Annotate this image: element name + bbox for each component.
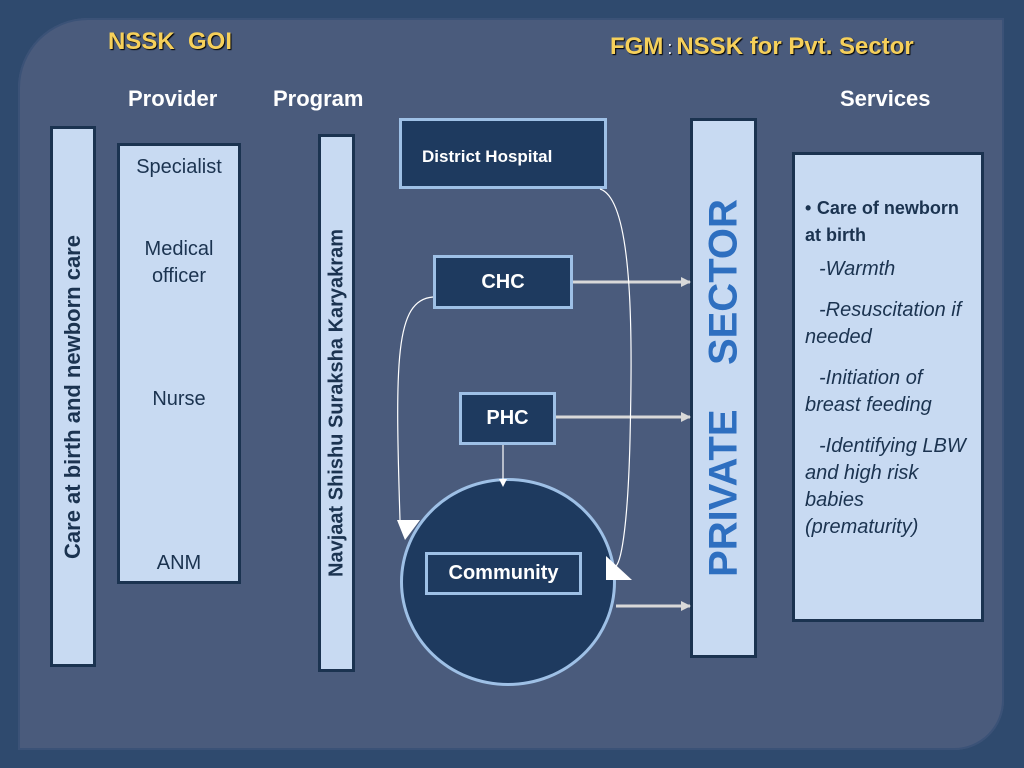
district-hospital-box: District Hospital [399,118,607,189]
service-item: -Identifying LBW and high risk babies (p… [805,435,966,538]
column-heading-provider: Provider [128,86,218,111]
community-label: Community [448,562,559,584]
curve-chc-community [397,296,434,521]
service-item: -Warmth [819,258,896,280]
header-left-title: NSSK GOI [108,28,233,55]
district-hospital-label: District Hospital [422,147,553,166]
column-heading-services: Services [840,86,931,111]
arrowhead-district-community [606,556,632,580]
services-box: • Care of newborn at birth -Warmth -Resu… [792,152,984,622]
header-right-main: NSSK for Pvt. Sector [676,33,914,60]
header-right-prefix: FGM [610,33,664,60]
community-box: Community [425,552,582,595]
services-heading: Care of newborn at birth [805,198,959,245]
provider-nurse: Nurse [152,388,206,410]
curve-district-community [599,188,632,567]
private-sector-bar: PRIVATE SECTOR [690,118,757,658]
service-item: -Initiation of breast feeding [805,367,932,416]
services-bullet: • [805,198,812,218]
header-right-title: FGM:NSSK for Pvt. Sector [610,33,914,61]
services-heading-row: • Care of newborn at birth [805,195,973,249]
service-item: -Resuscitation if needed [805,299,962,348]
chc-box: CHC [433,255,573,309]
provider-box: Specialist Medical officer Nurse ANM [117,143,241,584]
program-bar: Navjaat Shishu Suraksha Karyakram [318,134,355,672]
phc-box: PHC [459,392,556,445]
header-separator: : [667,38,673,58]
arrowhead-phc-community [499,479,507,487]
phc-label: PHC [486,407,529,429]
care-at-birth-bar: Care at birth and newborn care [50,126,96,667]
provider-specialist: Specialist [136,156,222,178]
provider-medical-officer: Medical officer [144,238,214,287]
provider-anm: ANM [156,552,202,574]
column-heading-program: Program [273,86,364,111]
arrowhead-chc-community [397,520,420,540]
chc-label: CHC [481,270,525,293]
